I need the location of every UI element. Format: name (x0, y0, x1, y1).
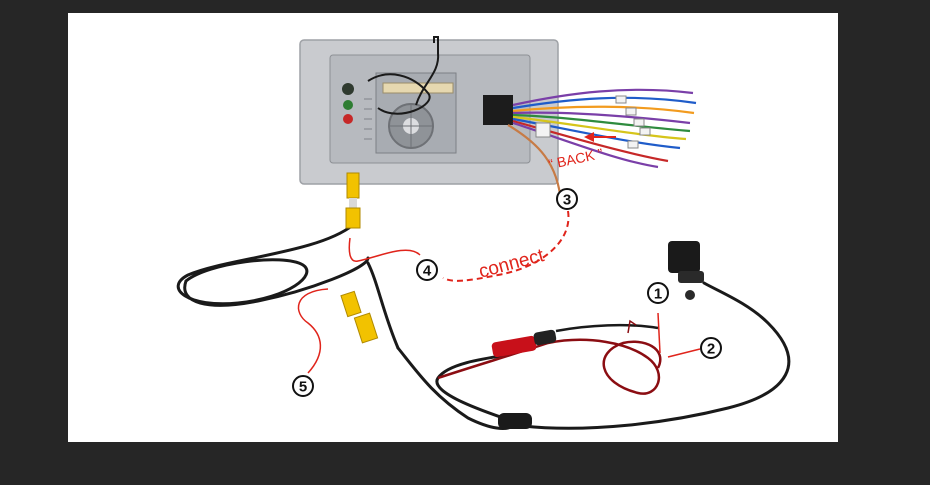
cooling-fan (388, 103, 434, 149)
rca-connector-bottom (340, 290, 379, 344)
trigger-wire-top (348, 237, 421, 262)
callout-5: 5 (292, 375, 314, 397)
backup-camera (668, 241, 704, 300)
callout-4: 4 (416, 259, 438, 281)
product-photo: “ BACK ” connect (68, 13, 838, 442)
callout-5-number: 5 (299, 379, 307, 396)
callout-3-number: 3 (563, 192, 571, 209)
pointer-line-2 (667, 348, 701, 358)
power-cable (437, 319, 662, 395)
callout-1-number: 1 (654, 286, 662, 303)
head-unit (299, 36, 559, 185)
pointer-line-1 (657, 312, 661, 354)
wire-connectors (535, 95, 651, 149)
wiring-diagram: “ BACK ” connect (176, 36, 791, 430)
callout-1: 1 (647, 282, 669, 304)
rca-connector-top (345, 172, 361, 229)
callout-2: 2 (700, 337, 722, 359)
callout-4-number: 4 (423, 263, 432, 280)
wire-harness (507, 88, 697, 204)
trigger-wire-bottom (297, 288, 329, 374)
status-knobs (342, 83, 354, 124)
callout-3: 3 (556, 188, 578, 210)
inline-connector (498, 413, 532, 429)
connect-label: connect (477, 245, 547, 283)
callout-2-number: 2 (707, 341, 715, 358)
back-arrow-head (584, 132, 594, 142)
connect-dashed-line (442, 210, 570, 282)
